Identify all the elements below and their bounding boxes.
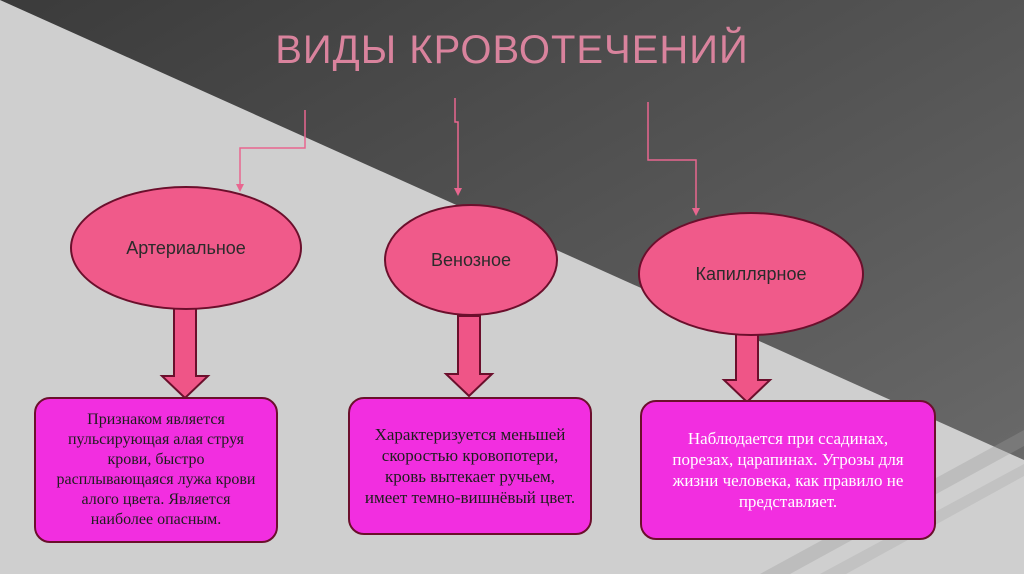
oval-arterial: Артериальное (70, 186, 302, 310)
arterial-description-text: Признаком является пульсирующая алая стр… (56, 411, 256, 528)
oval-capillary-label: Капиллярное (695, 263, 807, 284)
oval-arterial-label: Артериальное (126, 237, 246, 258)
oval-venous: Венозное (384, 204, 558, 316)
box-capillary-description: Наблюдается при ссадинах, порезах, царап… (640, 400, 936, 540)
capillary-description-text: Наблюдается при ссадинах, порезах, царап… (672, 429, 904, 511)
box-arterial-description: Признаком является пульсирующая алая стр… (34, 397, 278, 543)
box-venous-description: Характеризуется меньшей скоростью кровоп… (348, 397, 592, 535)
oval-capillary: Капиллярное (638, 212, 864, 336)
oval-venous-label: Венозное (431, 249, 511, 270)
venous-description-text: Характеризуется меньшей скоростью кровоп… (364, 425, 576, 507)
slide-title: ВИДЫ КРОВОТЕЧЕНИЙ (275, 28, 749, 72)
